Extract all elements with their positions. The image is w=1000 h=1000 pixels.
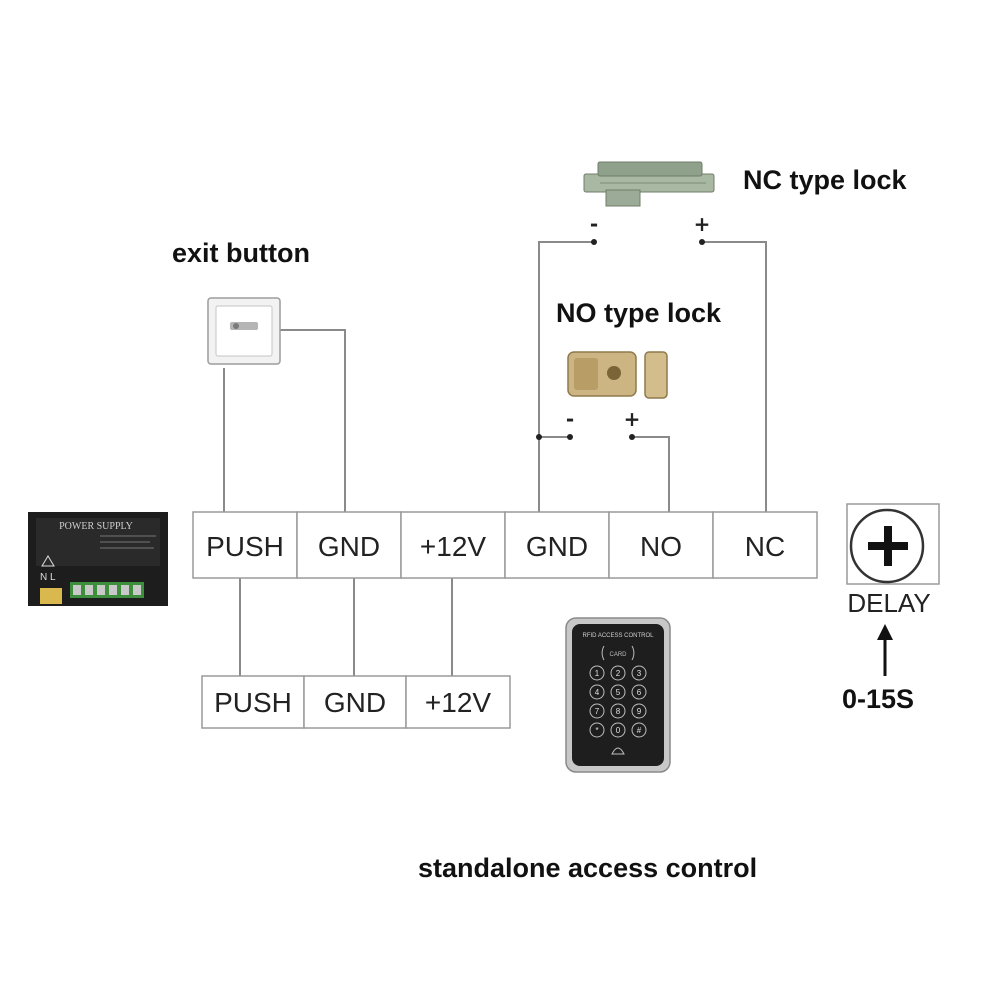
terminal-box-nc	[712, 511, 818, 579]
power-supply-image: POWER SUPPLY N L	[28, 512, 168, 606]
wire-nc-plus	[702, 241, 767, 512]
lower-terminal-strip: PUSH GND +12V	[201, 675, 511, 729]
no-plus-sign: +	[624, 407, 641, 431]
delay-label: DELAY	[847, 588, 930, 618]
no-lock-label: NO type lock	[556, 298, 722, 328]
dot-junction	[536, 434, 542, 440]
keypad-card-text: CARD	[609, 652, 627, 658]
dot-no-plus	[629, 434, 635, 440]
arrow-up-icon	[877, 624, 893, 676]
exit-button-image	[207, 297, 281, 365]
main-terminal-strip: PUSH GND +12V GND NO NC	[192, 511, 818, 579]
key-9: 9	[637, 707, 642, 716]
delay-knob	[846, 503, 940, 585]
exit-button-label: exit button	[172, 238, 310, 268]
dot-nc-plus	[699, 239, 705, 245]
wire-no-plus	[632, 436, 670, 512]
terminal-box-no	[608, 511, 714, 579]
nc-minus-sign: -	[590, 212, 598, 236]
keypad-image: RFID ACCESS CONTROL CARD 1 2 3 4 5 6 7 8…	[565, 617, 671, 773]
key-5: 5	[616, 688, 621, 697]
key-8: 8	[616, 707, 621, 716]
terminal-label-push-lower: PUSH	[214, 687, 292, 718]
key-2: 2	[616, 669, 621, 678]
key-1: 1	[595, 669, 600, 678]
terminal-label-nc: NC	[745, 531, 785, 562]
terminal-box-push-lower	[201, 675, 305, 729]
nc-plus-sign: +	[694, 212, 711, 236]
dot-no-minus	[567, 434, 573, 440]
terminal-label-push: PUSH	[206, 531, 284, 562]
terminal-label-12v-lower: +12V	[425, 687, 491, 718]
terminal-box-12v-lower	[405, 675, 511, 729]
key-star: *	[595, 726, 598, 735]
bell-icon	[611, 747, 625, 755]
key-0: 0	[616, 726, 621, 735]
keypad-brand-text: RFID ACCESS CONTROL	[582, 633, 654, 639]
terminal-label-gnd2: GND	[526, 531, 588, 562]
power-supply-nl: N L	[40, 572, 56, 583]
terminal-box-gnd2	[504, 511, 610, 579]
nc-lock-image	[583, 161, 715, 207]
terminal-box-12v	[400, 511, 506, 579]
key-3: 3	[637, 669, 642, 678]
power-supply-text: POWER SUPPLY	[59, 521, 133, 532]
no-minus-sign: -	[566, 407, 574, 431]
delay-range-label: 0-15S	[842, 684, 914, 714]
standalone-access-control-label: standalone access control	[418, 853, 757, 883]
wire-nc-minus	[538, 241, 594, 512]
key-hash: #	[637, 726, 642, 735]
dot-nc-minus	[591, 239, 597, 245]
wires	[223, 241, 767, 676]
no-lock-image	[567, 351, 668, 399]
wire-exit-gnd	[280, 329, 346, 512]
terminal-box-gnd	[296, 511, 402, 579]
nc-lock-label: NC type lock	[743, 165, 908, 195]
terminal-box-gnd-lower	[303, 675, 407, 729]
key-6: 6	[637, 688, 642, 697]
key-7: 7	[595, 707, 600, 716]
key-4: 4	[595, 688, 600, 697]
junction-dots	[536, 239, 705, 440]
terminal-label-no: NO	[640, 531, 682, 562]
terminal-label-12v: +12V	[420, 531, 486, 562]
terminal-label-gnd-lower: GND	[324, 687, 386, 718]
keypad-keys: 1 2 3 4 5 6 7 8 9 * 0 #	[589, 665, 647, 738]
terminal-label-gnd: GND	[318, 531, 380, 562]
